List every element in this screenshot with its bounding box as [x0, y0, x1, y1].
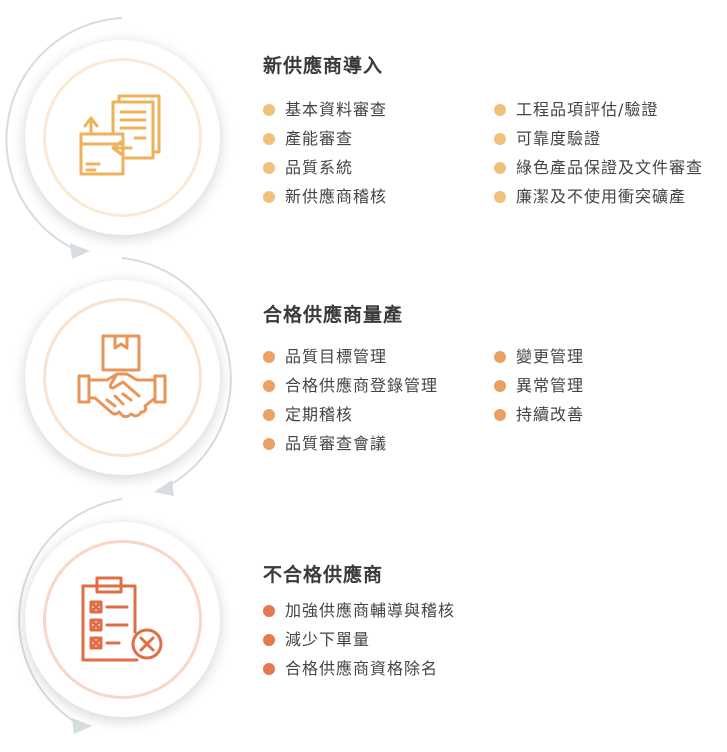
stage-1-title: 新供應商導入	[263, 55, 384, 77]
item-label: 品質目標管理	[285, 347, 388, 366]
arrow-head-2-icon	[154, 480, 174, 496]
bullet-dot	[263, 191, 275, 203]
item-label: 廉潔及不使用衝突礦產	[516, 187, 687, 206]
bullet-dot	[494, 351, 506, 363]
item-label: 合格供應商資格除名	[285, 659, 439, 678]
item-label: 基本資料審查	[285, 100, 388, 119]
stage-2-title: 合格供應商量產	[263, 304, 404, 326]
rejected-checklist-icon	[81, 576, 163, 662]
bullet-dot	[263, 634, 275, 646]
stage-2-item: 變更管理	[494, 343, 584, 367]
item-label: 綠色產品保證及文件審查	[516, 158, 704, 177]
bullet-dot	[263, 380, 275, 392]
bullet-dot	[494, 409, 506, 421]
bullet-dot	[494, 380, 506, 392]
item-label: 持續改善	[516, 405, 585, 424]
item-label: 合格供應商登錄管理	[285, 376, 439, 395]
stage-3-circle	[25, 522, 220, 717]
stage-ring	[43, 58, 202, 217]
stage-2-item: 持續改善	[494, 401, 584, 425]
bullet-dot	[263, 663, 275, 675]
arc-2	[121, 257, 232, 487]
arrow-head-1-icon	[70, 243, 90, 259]
item-label: 品質系統	[285, 158, 354, 177]
stage-3-item: 加強供應商輔導與稽核	[263, 597, 455, 621]
stage-3-title: 不合格供應商	[263, 564, 384, 586]
stage-2-item: 合格供應商登錄管理	[263, 372, 438, 396]
bullet-dot	[263, 104, 275, 116]
item-label: 減少下單量	[285, 630, 371, 649]
stage-ring	[43, 298, 202, 457]
bullet-dot	[494, 133, 506, 145]
item-label: 加強供應商輔導與稽核	[285, 601, 456, 620]
arc-1	[5, 17, 123, 249]
arc-3	[18, 498, 123, 723]
stage-1-circle	[25, 40, 220, 235]
item-label: 可靠度驗證	[516, 129, 602, 148]
stage-3-item: 合格供應商資格除名	[263, 655, 438, 679]
bullet-dot	[263, 605, 275, 617]
stage-1-item: 綠色產品保證及文件審查	[494, 154, 703, 178]
stage-2-item: 異常管理	[494, 372, 584, 396]
bullet-dot	[263, 438, 275, 450]
stage-1-item: 廉潔及不使用衝突礦產	[494, 183, 686, 207]
item-label: 工程品項評估/驗證	[516, 100, 659, 119]
bullet-dot	[263, 351, 275, 363]
stage-2-item: 定期稽核	[263, 401, 353, 425]
item-label: 定期稽核	[285, 405, 354, 424]
stage-1-item: 工程品項評估/驗證	[494, 96, 658, 120]
stage-2-item: 品質目標管理	[263, 343, 387, 367]
supplier-onboarding-icon	[79, 94, 161, 176]
bullet-dot	[263, 133, 275, 145]
stage-1-item: 基本資料審查	[263, 96, 387, 120]
item-label: 新供應商稽核	[285, 187, 388, 206]
item-label: 品質審查會議	[285, 434, 388, 453]
stage-2-circle	[25, 280, 220, 475]
bullet-dot	[263, 409, 275, 421]
stage-ring	[43, 540, 202, 699]
arrow-head-3-icon	[72, 718, 92, 734]
stage-3-item: 減少下單量	[263, 626, 370, 650]
bullet-dot	[494, 191, 506, 203]
bullet-dot	[494, 162, 506, 174]
item-label: 變更管理	[516, 347, 585, 366]
stage-1-item: 新供應商稽核	[263, 183, 387, 207]
stage-2-item: 品質審查會議	[263, 430, 387, 454]
stage-1-item: 品質系統	[263, 154, 353, 178]
handshake-box-icon	[77, 334, 167, 419]
stage-1-item: 可靠度驗證	[494, 125, 601, 149]
bullet-dot	[263, 162, 275, 174]
bullet-dot	[494, 104, 506, 116]
item-label: 異常管理	[516, 376, 585, 395]
stage-1-item: 產能審查	[263, 125, 353, 149]
item-label: 產能審查	[285, 129, 354, 148]
